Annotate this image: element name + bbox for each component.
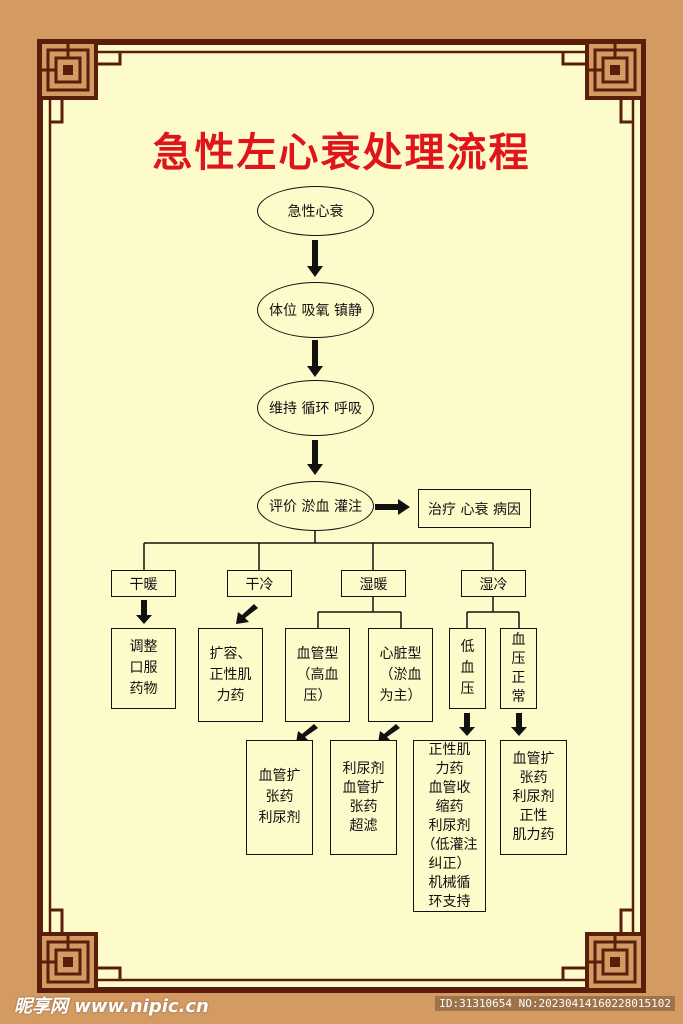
arrow-down-3 (307, 440, 323, 475)
step-evaluate-congestion: 评价 淤血 灌注 (257, 481, 374, 531)
step-maintain-circulation: 维持 循环 呼吸 (257, 380, 374, 436)
treat-cause-box: 治疗 心衰 病因 (418, 489, 531, 528)
normal-bp-treatment: 血管扩 张药 利尿剂 正性 肌力药 (500, 740, 567, 855)
page-title: 急性左心衰处理流程 (152, 129, 531, 176)
category-wet-cold: 湿冷 (461, 570, 526, 597)
step-position-oxygen-sedation: 体位 吸氧 镇静 (257, 282, 374, 338)
category-wet-warm: 湿暖 (341, 570, 406, 597)
step-acute-heart-failure: 急性心衰 (257, 186, 374, 236)
arrow-down-1 (307, 240, 323, 277)
cardiac-type-box: 心脏型 （淤血 为主） (368, 628, 433, 722)
arrow-down-dry-warm (136, 600, 152, 624)
arrow-diag-cardiac (378, 724, 400, 743)
category-dry-cold: 干冷 (227, 570, 292, 597)
dry-warm-treatment: 调整 口服 药物 (111, 628, 176, 709)
low-bp-treatment: 正性肌 力药 血管收 缩药 利尿剂 （低灌注 纠正） 机械循 环支持 (413, 740, 486, 912)
normal-bp-box: 血 压 正 常 (500, 628, 537, 709)
arrow-down-normal-bp (511, 713, 527, 736)
arrow-down-2 (307, 340, 323, 377)
low-bp-box: 低 血 压 (449, 628, 486, 709)
arrow-diag-dry-cold (236, 604, 258, 624)
watermark-logo: 昵享网 www.nipic.cn (14, 996, 209, 1017)
arrow-down-low-bp (459, 713, 475, 736)
vascular-treatment: 血管扩 张药 利尿剂 (246, 740, 313, 855)
cardiac-treatment: 利尿剂 血管扩 张药 超滤 (330, 740, 397, 855)
category-dry-warm: 干暖 (111, 570, 176, 597)
vascular-type-box: 血管型 （高血 压） (285, 628, 350, 722)
arrow-diag-vascular (296, 724, 318, 743)
arrow-right-cause (375, 499, 410, 515)
watermark-id: ID:31310654 NO:20230414160228015102 (435, 996, 675, 1011)
dry-cold-treatment: 扩容、 正性肌 力药 (198, 628, 263, 722)
